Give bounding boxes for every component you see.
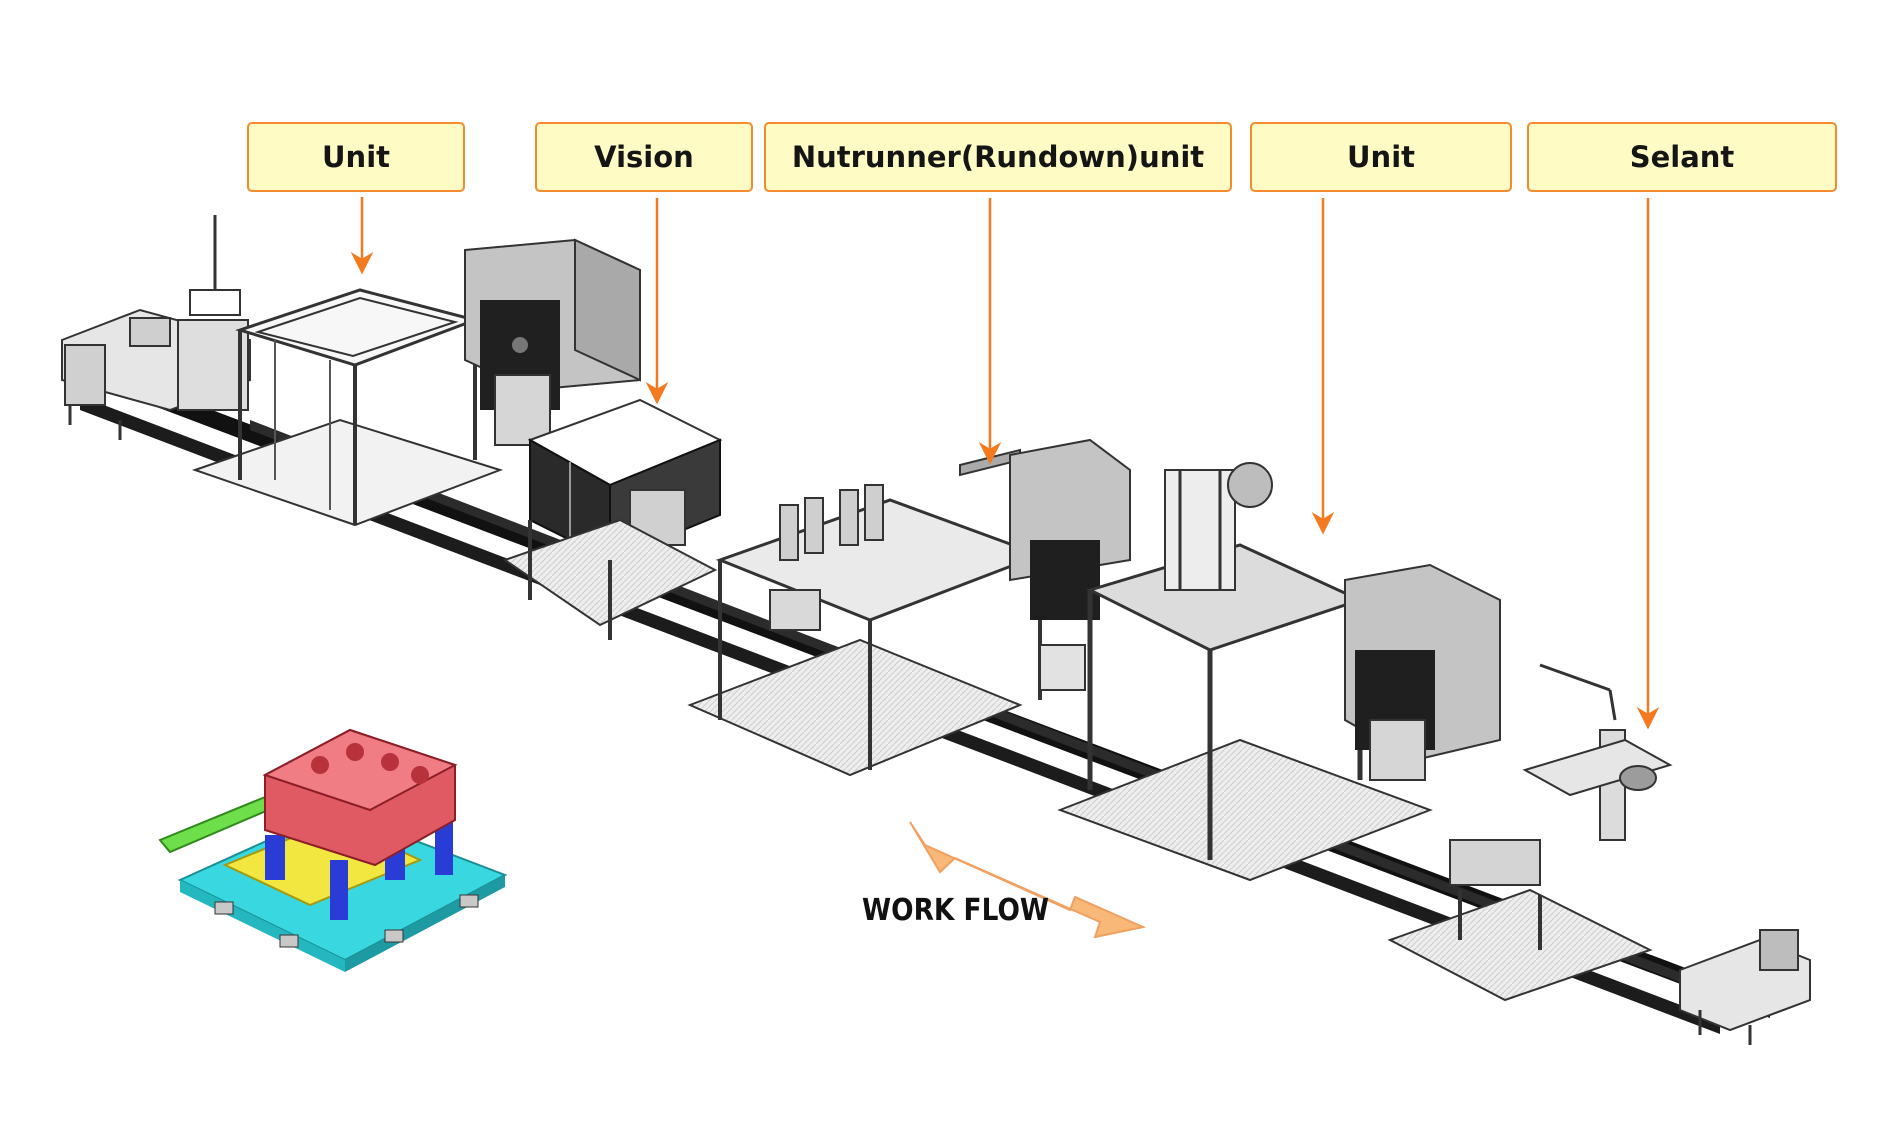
callout-nutrunner: Nutrunner(Rundown)unit — [764, 122, 1232, 192]
workflow-arrow — [909, 821, 1147, 939]
station-vision — [502, 398, 723, 640]
station-nutrunner — [687, 438, 1131, 777]
cabinet-1 — [464, 238, 641, 446]
callout-unit-1: Unit — [247, 122, 465, 192]
workflow-label: WORK FLOW — [862, 893, 1050, 928]
engine-fixture-illustration — [158, 728, 508, 972]
station-unit-1 — [177, 215, 504, 527]
leader-arrows — [350, 197, 1660, 730]
callout-vision: Vision — [535, 122, 753, 192]
outfeed-module — [1679, 929, 1811, 1045]
station-selant — [1387, 663, 1673, 1002]
callout-unit-2: Unit — [1250, 122, 1512, 192]
callout-selant: Selant — [1527, 122, 1837, 192]
station-unit-2 — [1039, 462, 1501, 882]
